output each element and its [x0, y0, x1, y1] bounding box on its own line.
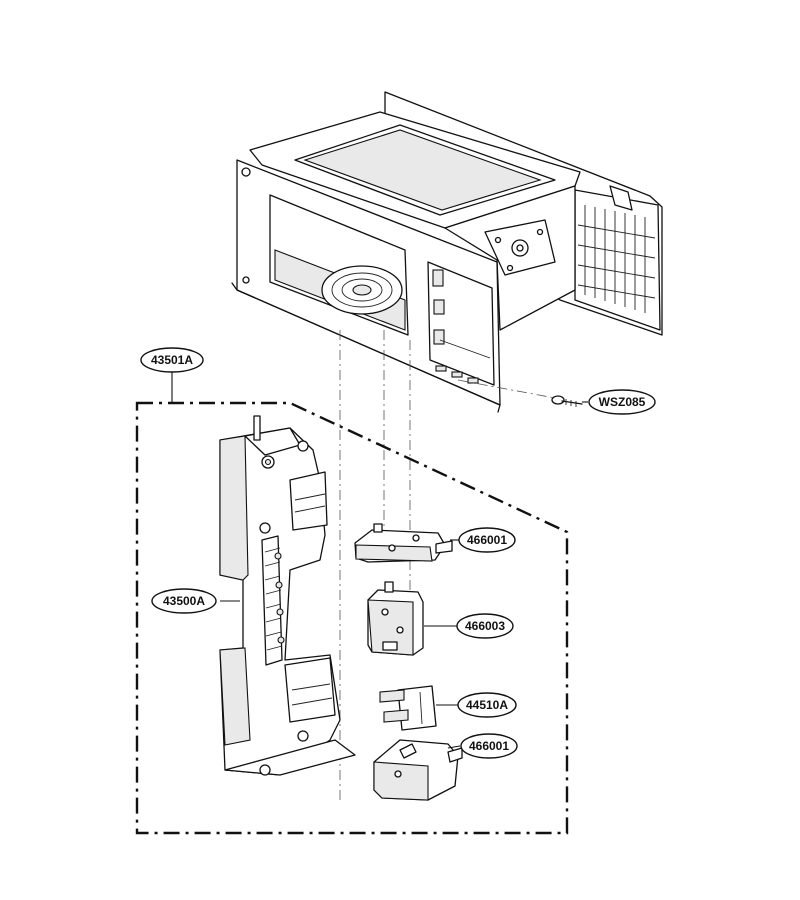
assembly-boundary	[135, 401, 569, 835]
svg-text:43501A: 43501A	[151, 353, 193, 367]
oven-cavity-drawing	[231, 91, 663, 413]
part-label-assembly: 43501A	[140, 347, 204, 373]
part-label-switch-mid: 466003	[456, 613, 514, 639]
projection-lines	[339, 330, 556, 800]
micro-switch-bottom-drawing	[373, 739, 463, 801]
lever-drawing	[379, 685, 437, 731]
svg-text:466001: 466001	[467, 533, 507, 547]
svg-text:44510A: 44510A	[466, 698, 508, 712]
screw-drawing	[551, 395, 583, 407]
svg-text:466001: 466001	[469, 739, 509, 753]
micro-switch-top-drawing	[354, 523, 453, 563]
micro-switch-mid-drawing	[367, 581, 424, 656]
latch-bracket-drawing	[219, 415, 356, 776]
svg-text:466003: 466003	[465, 619, 505, 633]
part-label-lever: 44510A	[457, 692, 517, 718]
part-label-bracket: 43500A	[151, 588, 217, 614]
part-label-switch-top: 466001	[458, 527, 516, 553]
svg-text:WSZ085: WSZ085	[599, 395, 646, 409]
part-label-switch-bottom: 466001	[460, 733, 518, 759]
svg-text:43500A: 43500A	[163, 594, 205, 608]
part-label-screw: WSZ085	[588, 389, 656, 415]
